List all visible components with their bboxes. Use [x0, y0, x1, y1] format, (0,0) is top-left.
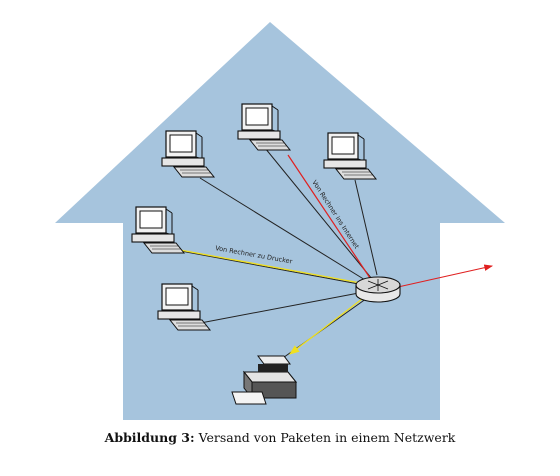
- figure-caption: Abbildung 3: Versand von Paketen in eine…: [0, 430, 560, 445]
- printer-packet-path-to-router: [179, 249, 367, 285]
- printer-packet-path-to-printer: [288, 295, 367, 355]
- printer-icon: [231, 355, 298, 405]
- internet-arrow: [397, 264, 494, 288]
- internet-packet-path: [287, 154, 371, 279]
- house-background: [55, 22, 505, 420]
- caption-prefix: Abbildung 3:: [104, 430, 195, 445]
- caption-text: Versand von Paketen in einem Netzwerk: [198, 430, 456, 445]
- router-icon: [355, 276, 401, 303]
